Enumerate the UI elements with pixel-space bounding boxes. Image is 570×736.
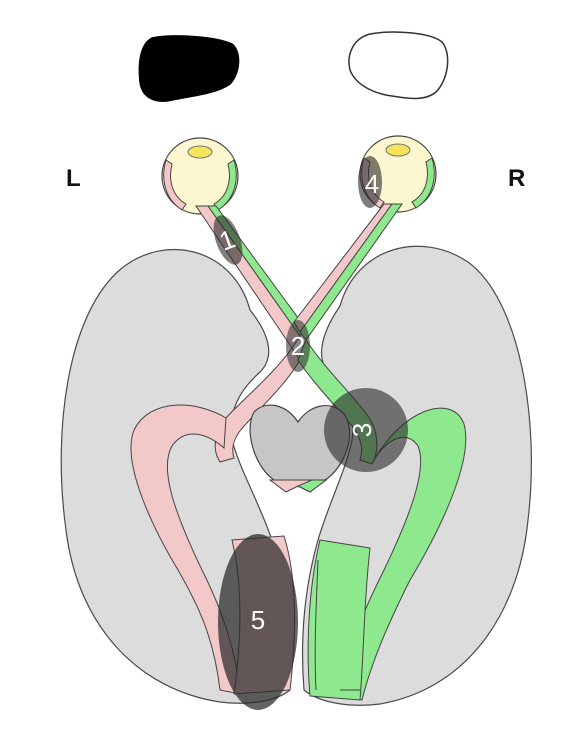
lesion-2-shade [286, 320, 310, 372]
right-optic-radiation [339, 407, 467, 701]
visual-fields [138, 31, 449, 102]
right-retina-temporal [411, 157, 435, 209]
lesion-5-shade [218, 534, 298, 710]
lesion-1-marker: 1 [213, 215, 243, 265]
lesions: 1 2 3 4 5 [213, 156, 408, 710]
right-occipital-cortex [307, 539, 371, 701]
left-eye [161, 137, 239, 215]
left-lens-icon [187, 145, 213, 159]
left-side-label: L [66, 165, 81, 192]
right-lens-icon [385, 143, 411, 157]
lesion-1-shade [213, 215, 243, 265]
lesion-2-label: 2 [291, 331, 305, 361]
lesion-3-label: 3 [347, 423, 377, 437]
right-side-label: R [508, 165, 525, 192]
midbrain-notch-right [296, 479, 328, 493]
lesion-5-marker: 5 [218, 534, 298, 710]
left-optic-tract [214, 347, 301, 463]
left-retina-temporal [163, 159, 187, 211]
lesion-4-label: 4 [365, 169, 379, 199]
left-eyeball [161, 137, 239, 215]
right-visual-field-normal [348, 31, 449, 100]
lesion-4-marker: 4 [358, 156, 382, 208]
right-cortex-lines [314, 559, 360, 691]
lesion-4-shade [358, 156, 382, 208]
lesion-3-shade [324, 388, 408, 472]
lesion-2-marker: 2 [286, 320, 310, 372]
lesion-3-marker: 3 [324, 388, 408, 472]
left-optic-radiation [130, 404, 241, 695]
left-visual-field-blind [138, 35, 240, 102]
lesion-5-label: 5 [251, 605, 265, 635]
left-retina-nasal [213, 159, 237, 211]
